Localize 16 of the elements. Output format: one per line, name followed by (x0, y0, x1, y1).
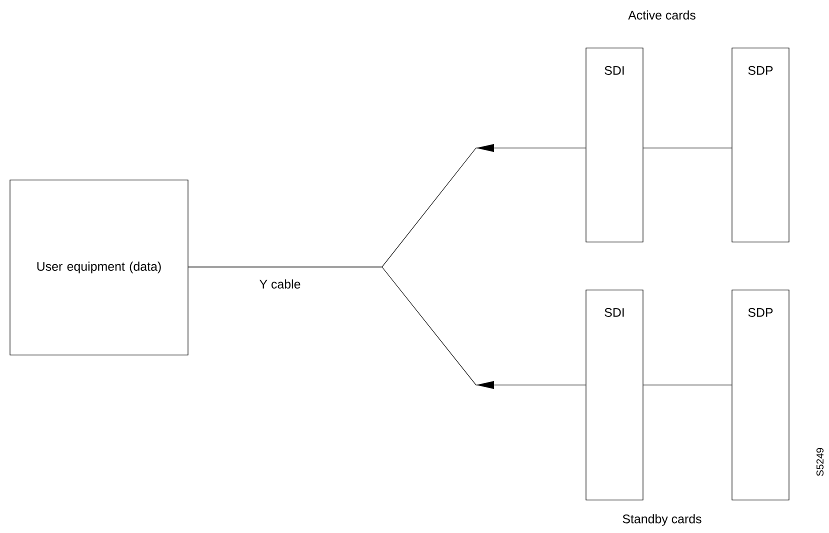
card-box (732, 290, 790, 500)
figure-number: S5249 (816, 448, 824, 476)
box-label: SDI (604, 66, 624, 75)
connector-line (643, 384, 732, 386)
edge-label: Y cable (260, 279, 300, 289)
equipment-box (10, 180, 188, 356)
box-label: User equipment (data) (37, 262, 161, 274)
y-cable (188, 266, 586, 389)
card-box (586, 290, 644, 500)
card-box (732, 48, 790, 242)
box-label: SDI (604, 308, 624, 317)
group-label: Active cards (628, 10, 696, 20)
card-box (586, 48, 644, 242)
box-label: SDP (748, 66, 773, 75)
box-label: SDP (748, 308, 773, 317)
group-label: Standby cards (622, 514, 702, 526)
